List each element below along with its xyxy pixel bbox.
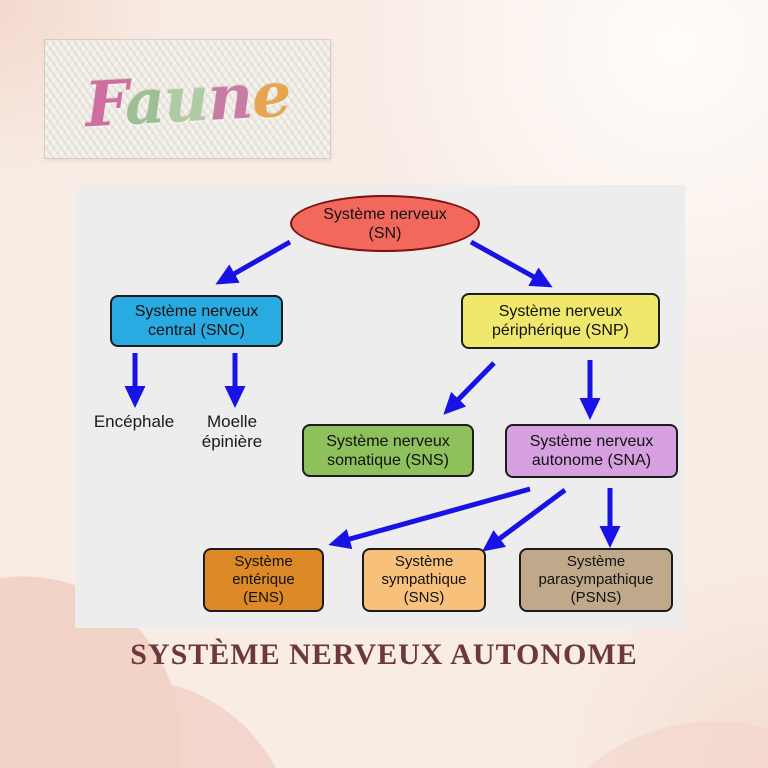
embroidery-letter: a [122, 63, 166, 139]
node-label-line: (SN) [368, 224, 402, 242]
node-systeme-nerveux-central: Système nerveux central (SNC) [110, 295, 283, 347]
diagram-arrow [469, 239, 553, 288]
node-label-line: somatique (SNS) [327, 451, 449, 469]
node-label-line: central (SNC) [148, 322, 245, 339]
label-encephale: Encéphale [79, 412, 189, 432]
diagram-arrow [215, 239, 292, 285]
embroidery-letter: u [161, 61, 210, 137]
node-label-line: sympathique [381, 571, 467, 588]
embroidery-letter: e [249, 57, 292, 133]
node-label-line: (PSNS) [570, 589, 622, 606]
embroidery-photo: Faune [45, 40, 330, 158]
node-systeme-sympathique: Système sympathique (SNS) [362, 548, 486, 612]
node-systeme-nerveux-peripherique: Système nerveux périphérique (SNP) [461, 293, 660, 349]
node-label-line: autonome (SNA) [531, 452, 652, 469]
label-moelle-epiniere: Moelle épinière [177, 412, 287, 452]
node-label-line: Système [566, 553, 626, 570]
decorative-petal-shape [546, 698, 768, 768]
diagram-arrow [328, 486, 531, 550]
node-label-line: Système nerveux [326, 432, 450, 450]
node-label-line: périphérique (SNP) [492, 322, 629, 339]
node-label-line: Système [234, 553, 293, 570]
node-systeme-parasympathique: Système parasympathique (PSNS) [519, 548, 673, 612]
node-systeme-enterique: Système entérique (ENS) [203, 548, 324, 612]
embroidery-letter: F [83, 65, 127, 141]
node-label-line: Système nerveux [498, 303, 623, 320]
label-line: épinière [201, 432, 263, 451]
node-label-line: Système nerveux [529, 433, 654, 450]
node-systeme-nerveux-somatique: Système nerveux somatique (SNS) [302, 424, 474, 477]
node-label-line: parasympathique [538, 571, 654, 588]
node-systeme-nerveux-autonome: Système nerveux autonome (SNA) [505, 424, 678, 478]
diagram-arrow [482, 487, 567, 552]
label-line: Moelle [206, 412, 258, 431]
node-label-line: (ENS) [243, 589, 284, 606]
diagram-arrows [124, 239, 621, 552]
embroidery-word: Faune [83, 57, 292, 141]
embroidery-letter: n [205, 59, 254, 135]
node-label-line: Système [394, 553, 454, 570]
node-label-line: Système nerveux [134, 303, 259, 320]
node-label-line: entérique [232, 571, 295, 588]
diagram-panel: Système nerveux (SN) Système nerveux cen… [75, 185, 685, 628]
node-label-line: (SNS) [403, 589, 445, 606]
diagram-arrow [443, 361, 496, 415]
label-line: Encéphale [93, 412, 175, 431]
node-label-line: Système nerveux [323, 205, 447, 223]
page-title: SYSTÈME NERVEUX AUTONOME [130, 638, 638, 671]
node-systeme-nerveux: Système nerveux (SN) [290, 195, 480, 252]
